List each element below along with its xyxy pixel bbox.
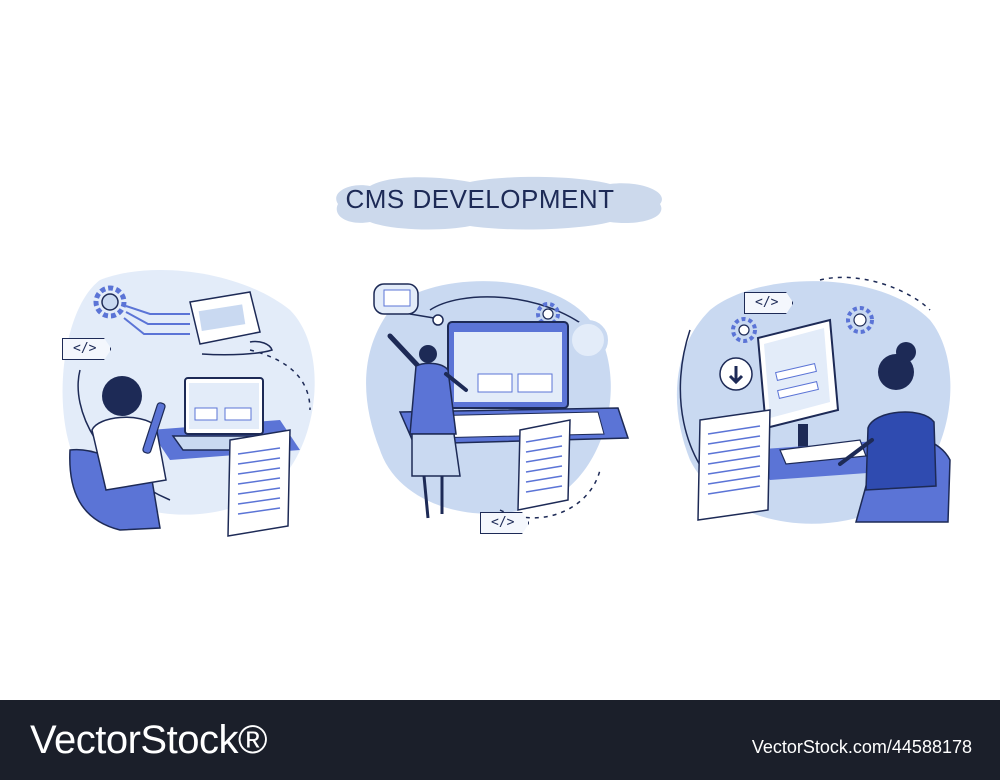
gear-icon [846,306,874,334]
code-tag: </> [480,512,530,534]
document-panel [697,409,771,521]
laptop [398,321,630,445]
developer-woman [838,342,937,491]
document-scroll [189,291,273,356]
code-tag: </> [744,292,794,314]
download-arrow-icon [719,357,753,391]
developer-man [91,376,167,491]
circuit-lines [123,305,190,335]
title-cloud [336,176,662,230]
accent-circle [568,320,608,360]
image-id: VectorStock.com/44588178 [751,737,972,757]
scene-developer-laptop: </> [40,250,330,550]
illustration-canvas: CMS DEVELOPMENT [40,170,960,550]
keyboard [779,439,867,465]
document-panel [517,419,571,511]
scene-developer-desktop: </> [660,250,960,550]
scene-presenter: </> [350,250,640,550]
title-banner: CMS DEVELOPMENT [330,170,670,234]
code-tag: </> [62,338,112,360]
monitor [756,318,840,448]
watermark-footer: VectorStock® VectorStock.com/44588178 [0,700,1000,780]
gear-icon [93,285,127,319]
presenter-woman [387,333,468,519]
vectorstock-logo: VectorStock® [30,718,267,762]
document-panel [227,429,291,537]
document-scroll [373,283,444,326]
gear-icon [731,317,757,343]
page-title: CMS DEVELOPMENT [345,184,615,214]
